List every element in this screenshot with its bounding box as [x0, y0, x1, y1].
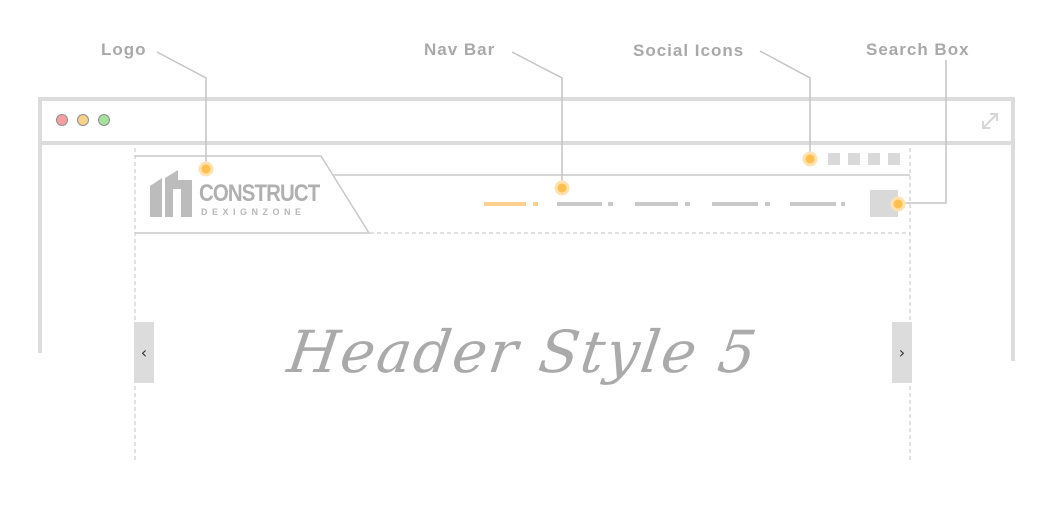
slider-prev-button[interactable]: ‹ [134, 322, 154, 383]
callout-social-icons-label: Social Icons [633, 41, 745, 60]
social-icon-4[interactable] [888, 153, 900, 165]
content-guides [134, 148, 911, 460]
social-icon-3[interactable] [868, 153, 880, 165]
logo-wordmark: CONSTRUCT [199, 180, 320, 207]
expand-icon [982, 113, 998, 129]
callout-search-box-label: Search Box [866, 40, 970, 59]
callout-leaders [156, 50, 947, 204]
callout-markers [198, 151, 818, 196]
hero-title: Header Style 5 [283, 318, 763, 386]
header-outline [135, 155, 910, 234]
browser-title-bar [38, 97, 1015, 145]
maximize-window-dot[interactable] [98, 114, 110, 126]
callout-logo-label: Logo [101, 40, 147, 59]
social-icon-1[interactable] [828, 153, 840, 165]
logo-tagline: DEXIGNZONE [201, 207, 306, 217]
social-icon-2[interactable] [848, 153, 860, 165]
callout-nav-bar-label: Nav Bar [424, 40, 496, 59]
chevron-right-icon: › [898, 343, 906, 362]
building-logo-icon [150, 170, 192, 217]
nav-items [484, 202, 845, 206]
browser-side-walls [38, 143, 1015, 480]
chevron-left-icon: ‹ [140, 343, 148, 362]
slider-next-button[interactable]: › [892, 322, 912, 383]
minimize-window-dot[interactable] [77, 114, 89, 126]
close-window-dot[interactable] [56, 114, 68, 126]
